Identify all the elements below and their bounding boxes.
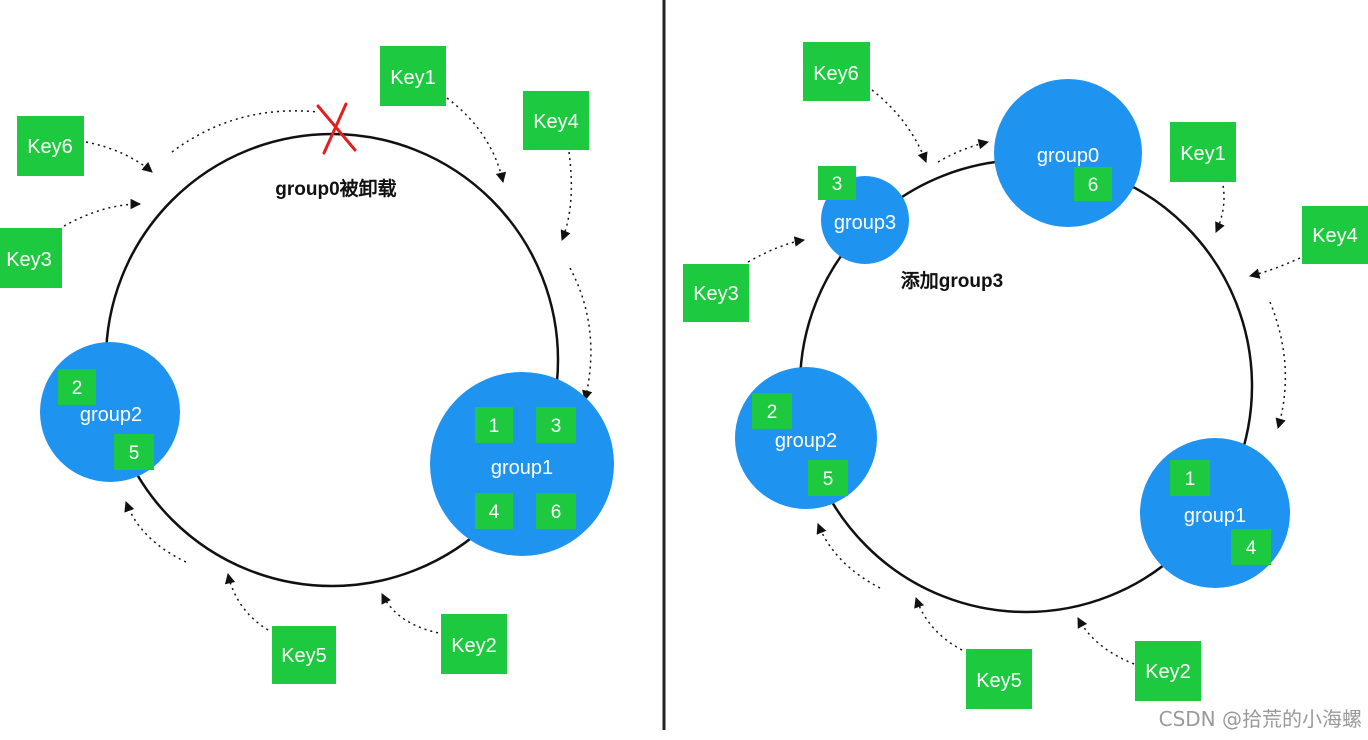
slot-label: 3 xyxy=(832,174,843,195)
slot-label: 6 xyxy=(551,502,562,523)
arrow-key6 xyxy=(871,89,928,163)
arrow-key6 xyxy=(85,141,153,173)
arrow-key3 xyxy=(63,198,142,227)
right-group0-node: group0 6 xyxy=(994,79,1142,227)
slot-label: 4 xyxy=(1246,538,1257,559)
right-key3: Key3 xyxy=(683,264,749,322)
slot-label: 6 xyxy=(1088,175,1099,196)
svg-text:Key1: Key1 xyxy=(1180,143,1226,165)
left-panel: group0被卸载 2 group2 5 1 xyxy=(0,46,614,684)
slot-box xyxy=(1074,167,1112,201)
slot-label: 2 xyxy=(767,402,778,423)
svg-text:Key6: Key6 xyxy=(813,63,859,85)
cross-icon xyxy=(316,102,357,155)
svg-text:Key4: Key4 xyxy=(1312,225,1358,247)
arrow-key2 xyxy=(381,593,445,635)
left-key1: Key1 xyxy=(380,46,446,106)
arrow-upper-arc xyxy=(171,110,319,153)
slot-label: 3 xyxy=(551,416,562,437)
slot-box xyxy=(808,460,848,496)
svg-text:Key5: Key5 xyxy=(976,670,1022,692)
left-group2-node: 2 group2 5 xyxy=(40,342,180,482)
left-caption: group0被卸载 xyxy=(275,177,396,200)
slot-box xyxy=(818,166,856,200)
arrow-upper-arc xyxy=(937,139,990,163)
slot-box xyxy=(58,369,96,405)
svg-text:Key4: Key4 xyxy=(533,111,579,133)
arrow-key4 xyxy=(560,151,573,241)
right-arrows xyxy=(747,89,1301,665)
svg-text:Key2: Key2 xyxy=(451,635,497,657)
group-label: group2 xyxy=(775,430,837,452)
left-key5: Key5 xyxy=(272,626,336,684)
arrow-key2 xyxy=(1077,617,1135,665)
right-panel: 添加group3 group0 6 3 group3 xyxy=(683,42,1368,709)
watermark: CSDN @拾荒的小海螺 xyxy=(1158,707,1362,731)
right-key2: Key2 xyxy=(1135,641,1201,701)
slot-box xyxy=(536,407,576,443)
right-key1: Key1 xyxy=(1170,122,1236,182)
svg-text:Key3: Key3 xyxy=(693,283,739,305)
slot-box xyxy=(114,434,154,470)
group-label: group2 xyxy=(80,404,142,426)
right-group1-node: 1 group1 4 xyxy=(1140,438,1290,588)
left-key2: Key2 xyxy=(441,614,507,674)
right-key6: Key6 xyxy=(803,42,870,101)
slot-box xyxy=(1170,460,1210,496)
arrow-key5 xyxy=(224,572,269,631)
slot-label: 5 xyxy=(129,443,140,464)
slot-box xyxy=(752,393,792,429)
slot-box xyxy=(475,493,513,529)
group-label: group3 xyxy=(834,212,896,234)
arrow-key3 xyxy=(747,236,806,263)
left-arrows xyxy=(63,97,593,635)
arrow-lower-left-arc xyxy=(124,501,187,563)
left-group1-node: 1 3 group1 4 6 xyxy=(430,372,614,556)
group-label: group1 xyxy=(1184,505,1246,527)
slot-label: 5 xyxy=(823,469,834,490)
svg-text:Key5: Key5 xyxy=(281,645,327,667)
svg-text:Key3: Key3 xyxy=(6,249,52,271)
arrow-right-arc xyxy=(1269,301,1287,430)
right-key5: Key5 xyxy=(966,649,1032,709)
slot-label: 1 xyxy=(1185,469,1196,490)
arrow-lower-left-arc xyxy=(816,523,881,589)
svg-text:Key6: Key6 xyxy=(27,136,73,158)
slot-box xyxy=(536,493,576,529)
right-group2-node: 2 group2 5 xyxy=(735,367,877,509)
group-label: group0 xyxy=(1037,145,1099,167)
left-key6: Key6 xyxy=(17,116,84,176)
right-group3-node: 3 group3 xyxy=(818,166,909,264)
slot-label: 2 xyxy=(72,378,83,399)
right-caption: 添加group3 xyxy=(901,269,1003,292)
left-key3: Key3 xyxy=(0,228,62,288)
slot-label: 1 xyxy=(489,416,500,437)
arrow-right-arc xyxy=(569,267,593,402)
slot-box xyxy=(475,407,513,443)
left-key4: Key4 xyxy=(523,91,589,150)
svg-text:Key1: Key1 xyxy=(390,67,436,89)
arrow-key4 xyxy=(1248,257,1301,279)
svg-text:Key2: Key2 xyxy=(1145,661,1191,683)
slot-label: 4 xyxy=(489,502,500,523)
arrow-key5 xyxy=(914,597,963,651)
arrow-key1 xyxy=(1215,179,1225,233)
group-label: group1 xyxy=(491,457,553,479)
right-key4: Key4 xyxy=(1302,206,1368,264)
slot-box xyxy=(1231,529,1271,565)
